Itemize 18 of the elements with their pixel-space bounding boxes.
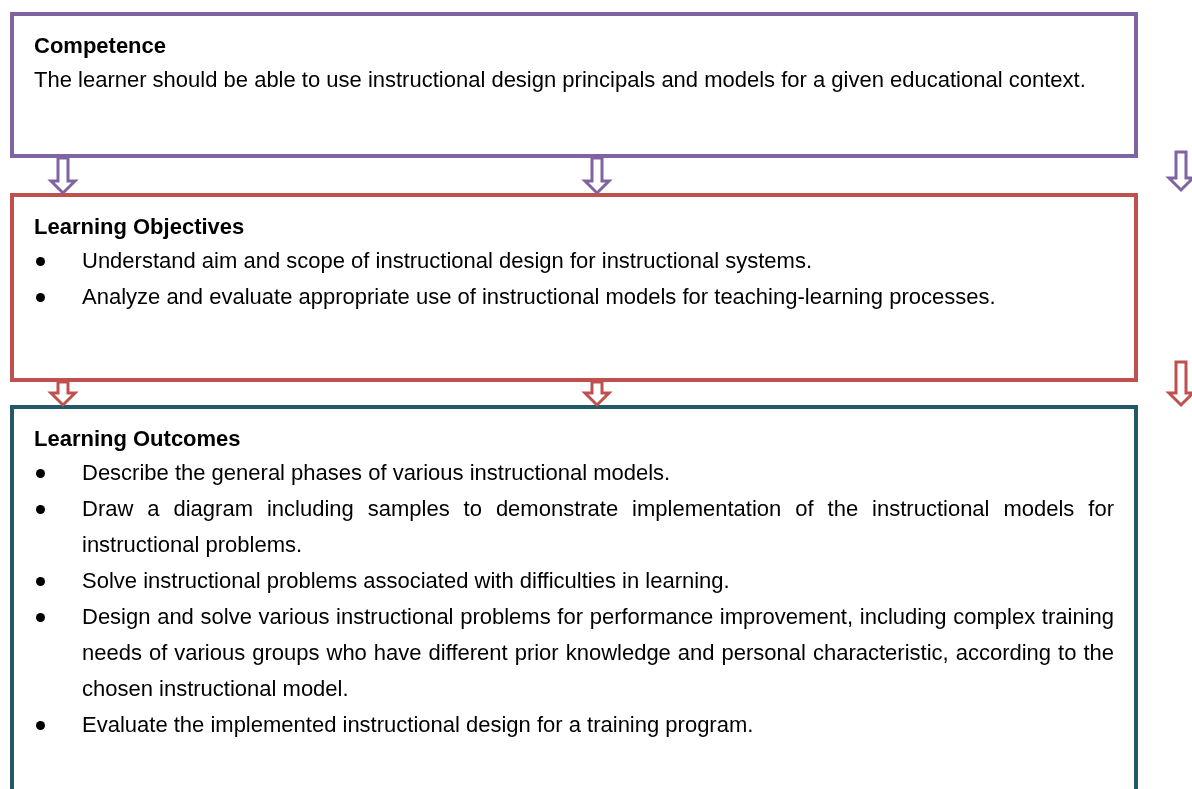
bullet-item: Evaluate the implemented instructional design for a training program. [34,707,1114,743]
arrow [581,380,613,408]
description-text: The learner should be able to use instructional design principals and models for a given educational context. [34,66,1087,94]
box-heading: Learning Objectives [34,213,245,241]
bullet-item: Describe the general phases of various instructional models. [34,455,1114,491]
arrow [47,380,79,408]
arrow [581,156,613,196]
bullet-item: Understand aim and scope of instructional design for instructional systems. [34,243,1114,279]
box-heading: Learning Outcomes [34,425,241,453]
bullet-item: Draw a diagram including samples to demonstrate implementation of the instructional models for instructional problems. [34,491,1114,563]
bullet-item: Solve instructional problems associated with difficulties in learning. [34,563,1114,599]
bullet-item: Design and solve various instructional problems for performance improvement, including complex training needs of various groups who have different prior knowledge and personal characteristic, according to the chosen instructional model. [34,599,1114,707]
content-box [10,405,1138,789]
arrow [47,156,79,196]
content-box [10,193,1138,382]
box-heading: Competence [34,32,167,60]
bullet-item: Analyze and evaluate appropriate use of instructional models for teaching-learning processes. [34,279,1114,315]
content-box [10,12,1138,158]
